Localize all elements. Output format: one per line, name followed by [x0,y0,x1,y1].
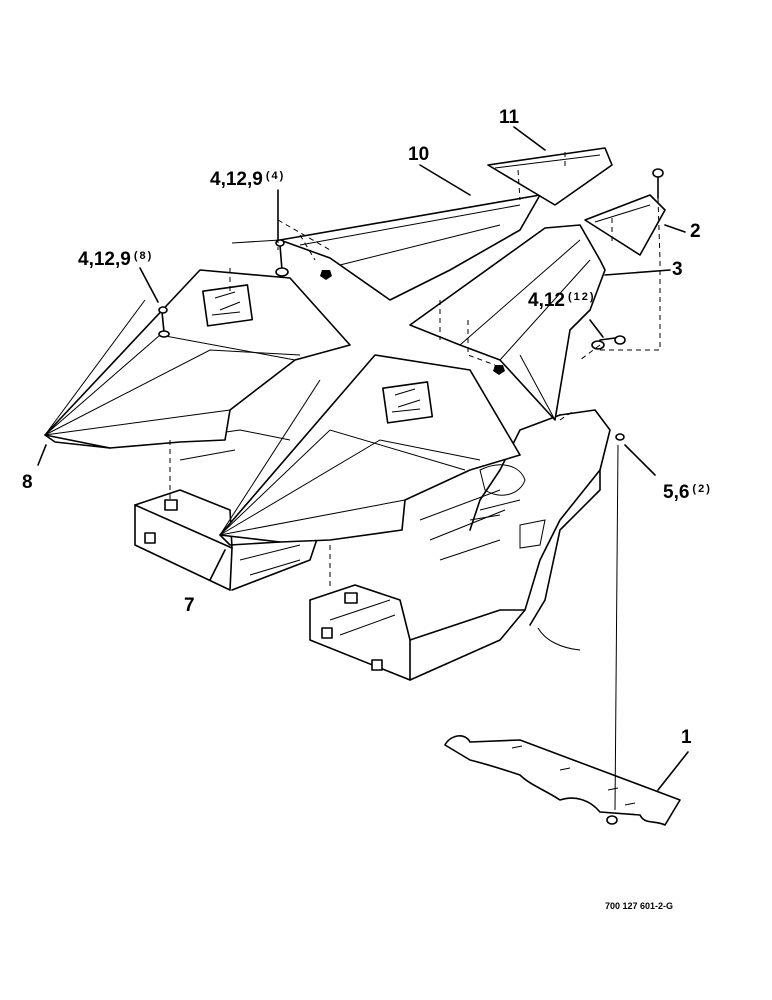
label-parts-5-6-qty2: 5,6(2) [663,482,712,503]
drawing-reference-number: 700 127 601-2-G [605,901,674,911]
assembly-dashed-lines [169,152,661,590]
part-3-right-side-panel [409,224,606,421]
part-8-left-nose-cone [44,269,351,449]
fasteners [158,168,664,825]
label-part-8: 8 [22,472,33,493]
part-7-center-nose-cone [219,354,521,546]
part-2-small-plate [584,194,666,256]
label-parts-4-12-9-qty4: 4,12,9(4) [210,169,286,190]
label-part-1: 1 [681,727,692,748]
label-part-2: 2 [690,221,701,242]
fastener-drop-line [614,444,619,811]
leader-lines [37,126,689,791]
label-part-10: 10 [408,144,430,165]
label-part-11: 11 [499,107,520,128]
part-1-bottom-plate [444,735,681,826]
part-10-top-cross-panel [231,194,541,301]
part-11-top-plate [487,147,613,206]
label-part-7: 7 [184,595,195,616]
label-part-3: 3 [672,259,683,280]
label-parts-4-12-9-qty8: 4,12,9(8) [78,249,154,270]
label-parts-4-12-qty12: 4,12(12) [528,290,596,311]
